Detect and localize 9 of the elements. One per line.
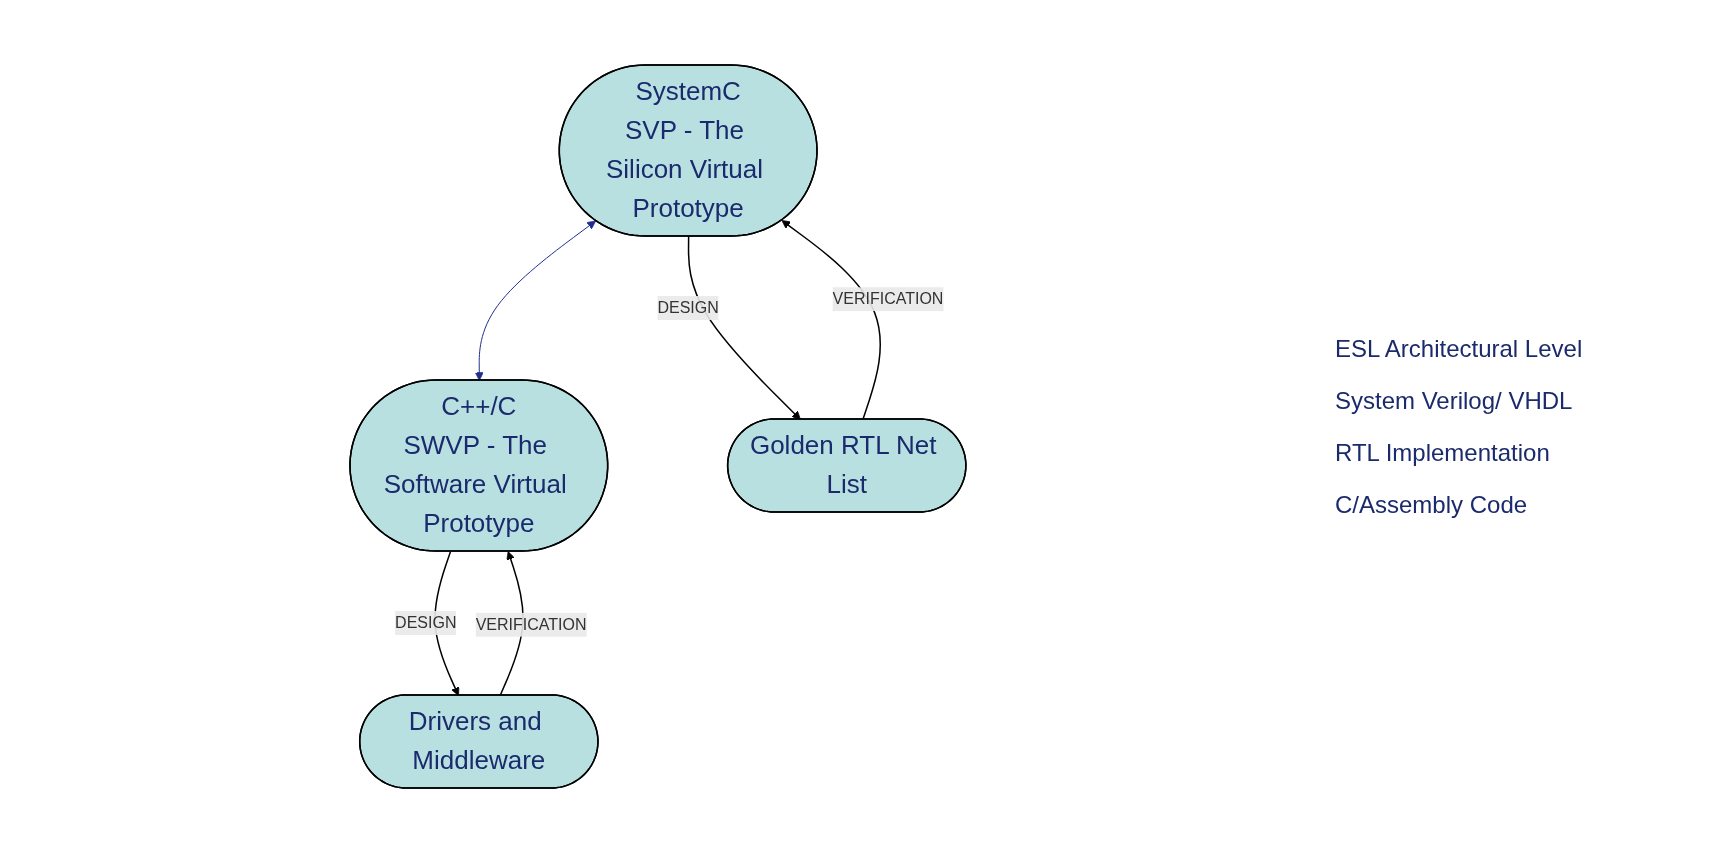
level-label: RTL Implementation [1335,438,1551,467]
level-label: ESL Architectural Level [1335,334,1584,363]
edge-label: DESIGN [394,613,457,631]
level-label: System Verilog/ VHDL [1335,386,1574,415]
level-label: C/Assembly Code [1335,490,1529,519]
edge-label: DESIGN [657,298,719,316]
edge-label: VERIFICATION [832,290,943,308]
edge-label: VERIFICATION [475,615,587,633]
arrow [474,220,596,381]
